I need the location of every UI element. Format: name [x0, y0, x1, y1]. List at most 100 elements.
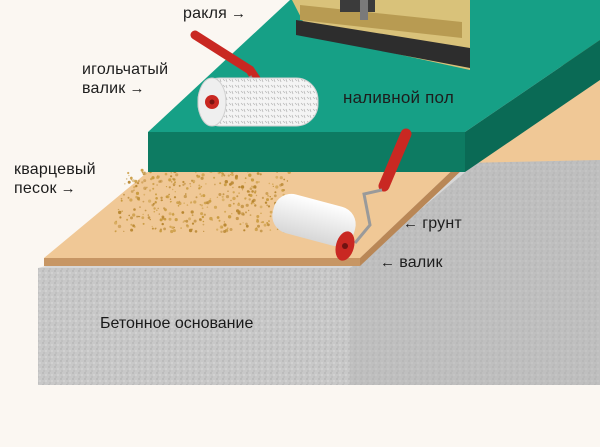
sand-grain: [147, 214, 149, 216]
arrow-left-icon: ←: [403, 215, 419, 232]
sand-grain: [223, 183, 227, 187]
sand-grain: [196, 175, 200, 179]
sand-grain: [135, 191, 140, 195]
sand-grain: [144, 209, 147, 212]
sand-grain: [193, 219, 197, 223]
sand-grain: [231, 173, 234, 176]
sand-grain: [176, 201, 180, 205]
needle-roller-label: игольчатый валик→: [82, 60, 168, 98]
sand-grain: [161, 222, 164, 226]
sand-grain: [219, 182, 222, 185]
sand-grain: [117, 208, 120, 211]
sand-grain: [269, 229, 272, 231]
sand-grain: [121, 210, 123, 212]
sand-grain: [227, 227, 229, 229]
sand-grain: [201, 207, 204, 210]
sand-grain: [255, 181, 259, 184]
sand-grain: [117, 224, 122, 229]
sand-grain: [203, 213, 206, 216]
sand-grain: [242, 213, 245, 216]
sand-grain: [127, 171, 130, 175]
sand-grain: [151, 225, 153, 228]
sand-grain: [236, 195, 239, 198]
sand-grain: [249, 187, 253, 190]
sand-grain: [159, 218, 163, 222]
sand-grain: [147, 216, 151, 219]
sand-grain: [164, 172, 168, 176]
sand-grain: [180, 227, 182, 229]
sand-grain: [183, 194, 187, 199]
sand-grain: [132, 213, 136, 217]
sand-grain: [173, 178, 176, 181]
sand-grain: [178, 200, 181, 203]
sand-grain: [230, 181, 234, 185]
sand-grain: [130, 228, 134, 232]
sand-grain: [155, 227, 157, 230]
sand-grain: [246, 190, 250, 193]
sand-grain: [148, 199, 152, 203]
sand-grain: [186, 204, 189, 206]
sand-grain: [190, 185, 192, 187]
sand-grain: [275, 185, 279, 189]
sand-grain: [130, 176, 133, 179]
sand-grain: [225, 195, 230, 199]
sand-grain: [245, 222, 248, 226]
sand-grain: [241, 189, 244, 191]
self-leveling-floor-label-text: наливной пол: [343, 88, 454, 107]
squeegee-label-text: ракля: [183, 5, 227, 22]
sand-grain: [189, 183, 191, 185]
sand-grain: [224, 180, 228, 184]
sand-grain: [166, 195, 170, 199]
sand-grain: [134, 181, 137, 184]
arrow-right-icon: →: [60, 180, 76, 197]
sand-grain: [206, 206, 209, 208]
sand-grain: [154, 200, 157, 203]
roller-label-text: валик: [399, 254, 443, 271]
sand-grain: [266, 204, 269, 207]
sand-grain: [131, 179, 135, 183]
sand-grain: [171, 181, 173, 183]
sand-grain: [251, 190, 254, 193]
sand-grain: [163, 207, 166, 210]
sand-grain: [143, 186, 147, 190]
sand-grain: [169, 201, 172, 203]
sand-grain: [242, 222, 244, 224]
sand-grain: [143, 193, 146, 196]
sand-grain: [200, 195, 203, 197]
sand-grain: [269, 215, 272, 218]
sand-grain: [255, 194, 258, 197]
sand-grain: [227, 190, 229, 192]
sand-grain: [191, 214, 194, 217]
sand-grain: [127, 196, 130, 199]
sand-grain: [185, 193, 187, 195]
sand-grain: [156, 176, 160, 179]
primer-label: ←грунт: [403, 214, 462, 233]
sand-grain: [225, 228, 228, 232]
sand-grain: [230, 174, 232, 176]
sand-grain: [221, 172, 224, 175]
sand-grain: [193, 200, 197, 204]
sand-grain: [230, 199, 232, 202]
quartz-sand-label-line1: кварцевый: [14, 161, 96, 178]
sand-grain: [219, 225, 224, 229]
sand-grain: [177, 205, 180, 207]
sand-grain: [281, 189, 285, 192]
sand-grain: [253, 202, 255, 205]
sand-grain: [201, 173, 205, 177]
sand-grain: [190, 202, 192, 204]
sand-grain: [227, 174, 230, 177]
sand-grain: [259, 205, 263, 209]
sand-grain: [254, 187, 257, 189]
sand-grain: [127, 180, 131, 184]
sand-grain: [266, 198, 269, 202]
sand-grain: [120, 199, 123, 202]
sand-grain: [267, 194, 270, 197]
sand-grain: [155, 197, 158, 200]
sand-grain: [232, 196, 236, 201]
sand-grain: [153, 210, 156, 213]
sand-grain: [146, 186, 148, 189]
sand-grain: [185, 219, 189, 223]
sand-grain: [190, 210, 194, 214]
sand-grain: [172, 188, 174, 191]
sand-grain: [261, 221, 265, 224]
